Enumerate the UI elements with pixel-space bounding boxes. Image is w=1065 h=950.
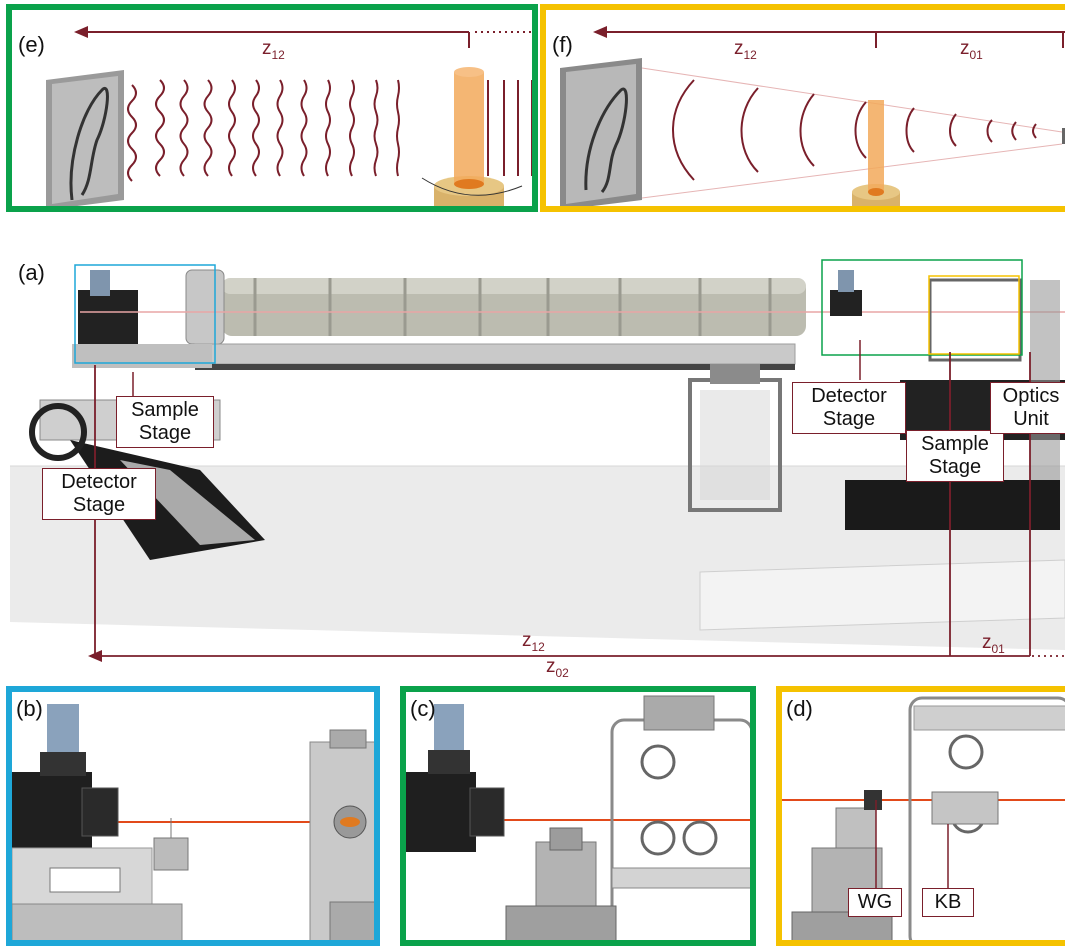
left-detector-stage-tag: Detector Stage: [42, 468, 156, 520]
panel-d: (d) WG KB: [776, 686, 1065, 946]
tag-line: Optics: [995, 385, 1065, 408]
tag-line: Stage: [121, 422, 209, 445]
tag-line: Sample: [911, 433, 999, 456]
tag-line: Detector: [47, 471, 151, 494]
right-optics-unit-tag: Optics Unit: [990, 382, 1065, 434]
overview-z02: z02: [546, 656, 569, 680]
z02-sub: 02: [556, 666, 569, 680]
panel-a: (a) Sample Stage Detector Stage Detector…: [0, 240, 1065, 680]
right-sample-stage-tag: Sample Stage: [906, 430, 1004, 482]
panel-f-label: (f): [552, 32, 573, 58]
tag-line: Stage: [911, 456, 999, 479]
wg-tag: WG: [848, 888, 902, 917]
tag-line: Stage: [797, 408, 901, 431]
panel-f: (f) z12 z01: [540, 4, 1065, 212]
z01-text: z: [982, 632, 992, 653]
highlight-box-d: [929, 276, 1019, 354]
z01-sub: 01: [970, 48, 983, 62]
panel-b: (b): [6, 686, 380, 946]
z12-text: z: [262, 38, 272, 59]
panel-c: (c): [400, 686, 756, 946]
tag-line: Detector: [797, 385, 901, 408]
panel-e: (e) z12: [6, 4, 538, 212]
overview-z01: z01: [982, 632, 1005, 656]
panel-e-z12: z12: [262, 38, 285, 62]
tag-line: Stage: [47, 494, 151, 517]
z12-text: z: [522, 630, 532, 651]
panel-c-graphic: [406, 692, 756, 946]
panel-f-z12: z12: [734, 38, 757, 62]
z02-text: z: [546, 656, 556, 677]
z01-sub: 01: [992, 642, 1005, 656]
panel-f-z01: z01: [960, 38, 983, 62]
left-sample-stage-tag: Sample Stage: [116, 396, 214, 448]
kb-tag: KB: [922, 888, 974, 917]
panel-d-label: (d): [786, 696, 813, 722]
z12-text: z: [734, 38, 744, 59]
panel-f-graphic: [546, 10, 1065, 212]
panel-b-graphic: [12, 692, 380, 946]
panel-e-label: (e): [18, 32, 45, 58]
tag-line: Sample: [121, 399, 209, 422]
z12-sub: 12: [744, 48, 757, 62]
panel-a-label: (a): [18, 260, 45, 286]
right-detector-stage-tag: Detector Stage: [792, 382, 906, 434]
z12-sub: 12: [532, 640, 545, 654]
z01-text: z: [960, 38, 970, 59]
panel-b-label: (b): [16, 696, 43, 722]
overview-z12: z12: [522, 630, 545, 654]
tag-line: Unit: [995, 408, 1065, 431]
panel-c-label: (c): [410, 696, 436, 722]
spherical-wavefronts: [673, 80, 1036, 180]
z12-sub: 12: [272, 48, 285, 62]
